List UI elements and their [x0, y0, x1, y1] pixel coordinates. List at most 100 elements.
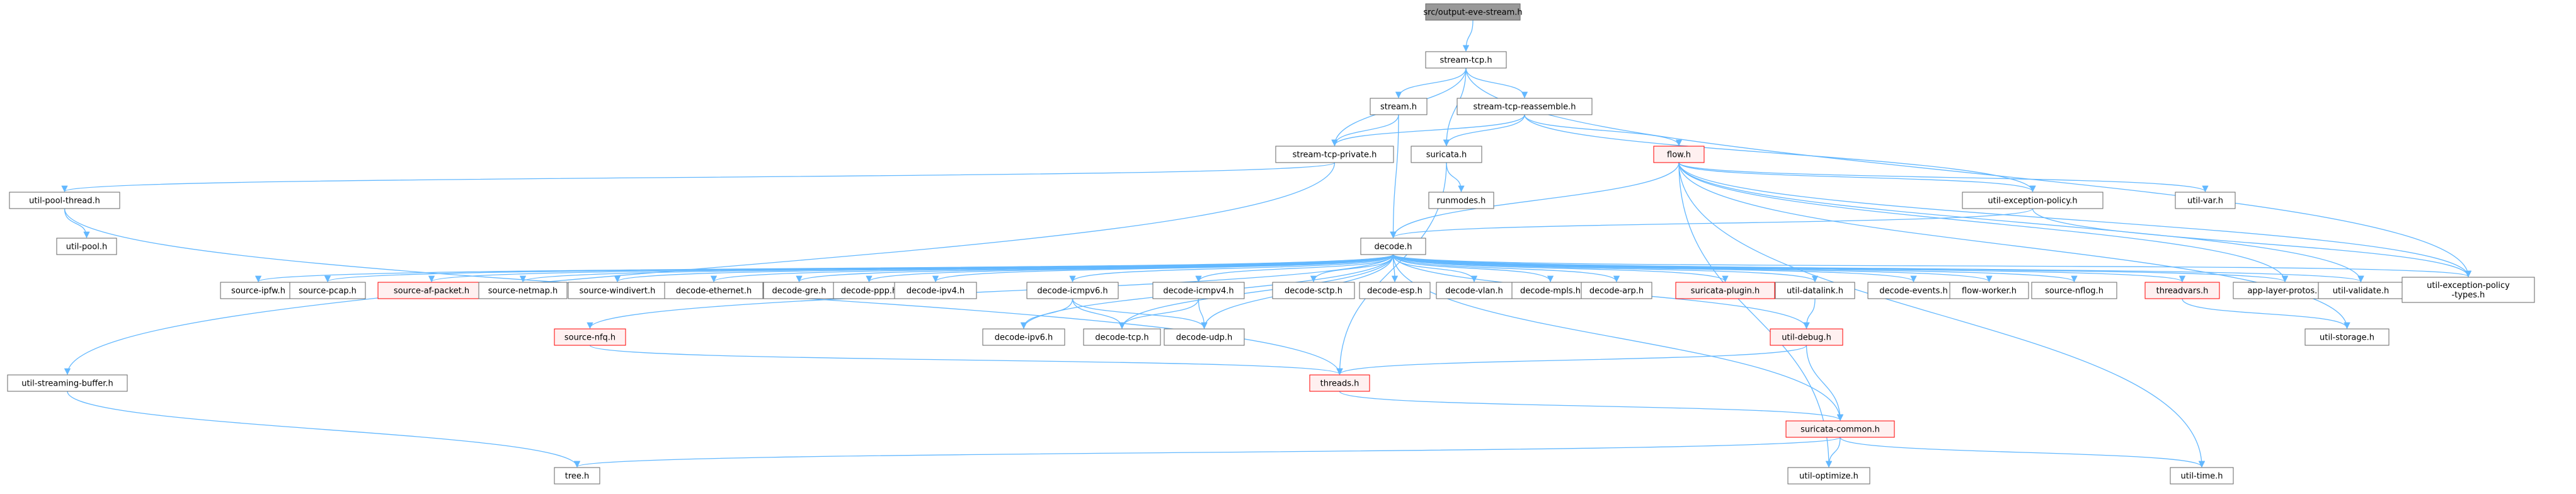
edge-decode-to-fworker	[1392, 254, 1993, 283]
node-dppp[interactable]: decode-ppp.h	[833, 282, 905, 299]
node-label: decode.h	[1375, 243, 1412, 252]
node-dsctp[interactable]: decode-sctp.h	[1272, 282, 1355, 299]
edge-decode-to-dtcp	[1118, 254, 1394, 330]
node-box	[1272, 282, 1355, 299]
node-dipv6[interactable]: decode-ipv6.h	[982, 328, 1065, 346]
edge-nfq-to-threads	[589, 345, 1343, 376]
node-label: suricata-plugin.h	[1691, 287, 1760, 296]
node-dipv4[interactable]: decode-ipv4.h	[894, 282, 977, 299]
edge-root-to-stcp	[1462, 20, 1474, 52]
node-stcp[interactable]: stream-tcp.h	[1425, 51, 1507, 69]
edge-flow-to-decode	[1390, 162, 1680, 239]
node-deth[interactable]: decode-ethernet.h	[664, 282, 764, 299]
node-uexctypes[interactable]: util-exception-policy-types.h	[2401, 277, 2535, 303]
node-dvlan[interactable]: decode-vlan.h	[1436, 282, 1513, 299]
node-box	[2401, 277, 2535, 303]
node-label: source-pcap.h	[299, 287, 357, 296]
edge-scommon-to-uopt	[1825, 437, 1841, 468]
node-ustorage[interactable]: util-storage.h	[2304, 328, 2390, 346]
node-label: decode-esp.h	[1367, 287, 1423, 296]
node-uexcpol[interactable]: util-exception-policy.h	[1962, 192, 2104, 209]
node-threads[interactable]: threads.h	[1309, 374, 1370, 392]
node-label: suricata.h	[1426, 151, 1467, 160]
node-utime[interactable]: util-time.h	[2170, 467, 2234, 485]
node-dmpls[interactable]: decode-mpls.h	[1511, 282, 1589, 299]
node-box	[1770, 328, 1843, 346]
node-desp[interactable]: decode-esp.h	[1359, 282, 1431, 299]
node-nfq[interactable]: source-nfq.h	[554, 328, 626, 346]
node-netmap[interactable]: source-netmap.h	[478, 282, 568, 299]
node-runmodes[interactable]: runmodes.h	[1428, 192, 1494, 209]
node-dtcp[interactable]: decode-tcp.h	[1083, 328, 1161, 346]
node-label: source-af-packet.h	[394, 287, 469, 296]
node-box	[554, 467, 600, 485]
edge-reasm-to-uexcpol	[1524, 114, 2036, 193]
node-nflog[interactable]: source-nflog.h	[2031, 282, 2117, 299]
edge-flow-to-applayer	[1678, 162, 2289, 283]
edge-suricata-to-runmodes	[1446, 162, 1465, 193]
node-box	[982, 328, 1065, 346]
edge-udebug-to-scommon	[1806, 345, 1844, 422]
node-root[interactable]: src/output-eve-stream.h	[1423, 3, 1523, 21]
node-udebug[interactable]: util-debug.h	[1770, 328, 1843, 346]
node-uopt[interactable]: util-optimize.h	[1787, 467, 1870, 485]
edge-threads-to-scommon	[1339, 391, 1843, 422]
node-usbuf[interactable]: util-streaming-buffer.h	[7, 374, 128, 392]
node-flow[interactable]: flow.h	[1653, 146, 1705, 163]
node-darp[interactable]: decode-arp.h	[1581, 282, 1652, 299]
node-dicmpv4[interactable]: decode-icmpv4.h	[1152, 282, 1245, 299]
node-dgre[interactable]: decode-gre.h	[763, 282, 835, 299]
edge-stcp-to-suricata	[1443, 67, 1467, 147]
node-uvar[interactable]: util-var.h	[2175, 192, 2236, 209]
node-label: source-ipfw.h	[231, 287, 285, 296]
node-dicmpv6[interactable]: decode-icmpv6.h	[1026, 282, 1119, 299]
node-stream[interactable]: stream.h	[1370, 98, 1428, 115]
node-decode[interactable]: decode.h	[1360, 238, 1426, 255]
node-udatalink[interactable]: util-datalink.h	[1775, 282, 1855, 299]
node-devents[interactable]: decode-events.h	[1867, 282, 1960, 299]
node-private[interactable]: stream-tcp-private.h	[1275, 146, 1394, 163]
node-box	[1026, 282, 1119, 299]
node-threadvars[interactable]: threadvars.h	[2144, 282, 2220, 299]
node-box	[2304, 328, 2390, 346]
node-windivert[interactable]: source-windivert.h	[568, 282, 667, 299]
node-label: source-netmap.h	[488, 287, 558, 296]
node-scommon[interactable]: suricata-common.h	[1785, 420, 1895, 438]
edge-udebug-to-threads	[1336, 345, 1807, 376]
edge-private-to-upoolthread	[61, 162, 1336, 193]
node-splugin[interactable]: suricata-plugin.h	[1675, 282, 1775, 299]
node-uvalidate[interactable]: util-validate.h	[2318, 282, 2404, 299]
node-upool[interactable]: util-pool.h	[56, 238, 117, 255]
node-label: source-nflog.h	[2045, 287, 2104, 296]
node-label: util-datalink.h	[1787, 287, 1843, 296]
node-upoolthread[interactable]: util-pool-thread.h	[9, 192, 120, 209]
node-label: source-nfq.h	[564, 333, 615, 343]
edge-udatalink-to-udebug	[1803, 298, 1816, 330]
edge-flow-to-uexcpol	[1678, 162, 2036, 193]
node-label: decode-sctp.h	[1285, 287, 1342, 296]
node-box	[763, 282, 835, 299]
edge-stream-to-private	[1331, 114, 1399, 147]
node-tree[interactable]: tree.h	[554, 467, 600, 485]
node-pcap[interactable]: source-pcap.h	[289, 282, 366, 299]
node-afpacket[interactable]: source-af-packet.h	[377, 282, 486, 299]
node-box	[2031, 282, 2117, 299]
edge-uexcpol-to-uexctypes	[2032, 208, 2472, 278]
node-box	[2170, 467, 2234, 485]
nodes-layer: src/output-eve-stream.h stream-tcp.h strea…	[7, 3, 2535, 485]
edge-decode-to-splugin	[1392, 254, 1729, 283]
node-label: stream.h	[1380, 103, 1417, 112]
node-suricata[interactable]: suricata.h	[1411, 146, 1482, 163]
node-label: source-windivert.h	[580, 287, 656, 296]
node-box	[1775, 282, 1855, 299]
node-box	[1083, 328, 1161, 346]
node-dudp[interactable]: decode-udp.h	[1164, 328, 1245, 346]
edge-usbuf-to-tree	[67, 391, 581, 468]
node-label: util-time.h	[2181, 472, 2223, 481]
node-label: util-exception-policy	[2427, 281, 2510, 290]
node-fworker[interactable]: flow-worker.h	[1949, 282, 2029, 299]
edge-stream-to-decode	[1390, 114, 1399, 239]
node-ipfw[interactable]: source-ipfw.h	[220, 282, 297, 299]
edge-decode-to-netmap	[520, 254, 1394, 283]
node-reasm[interactable]: stream-tcp-reassemble.h	[1457, 98, 1593, 115]
